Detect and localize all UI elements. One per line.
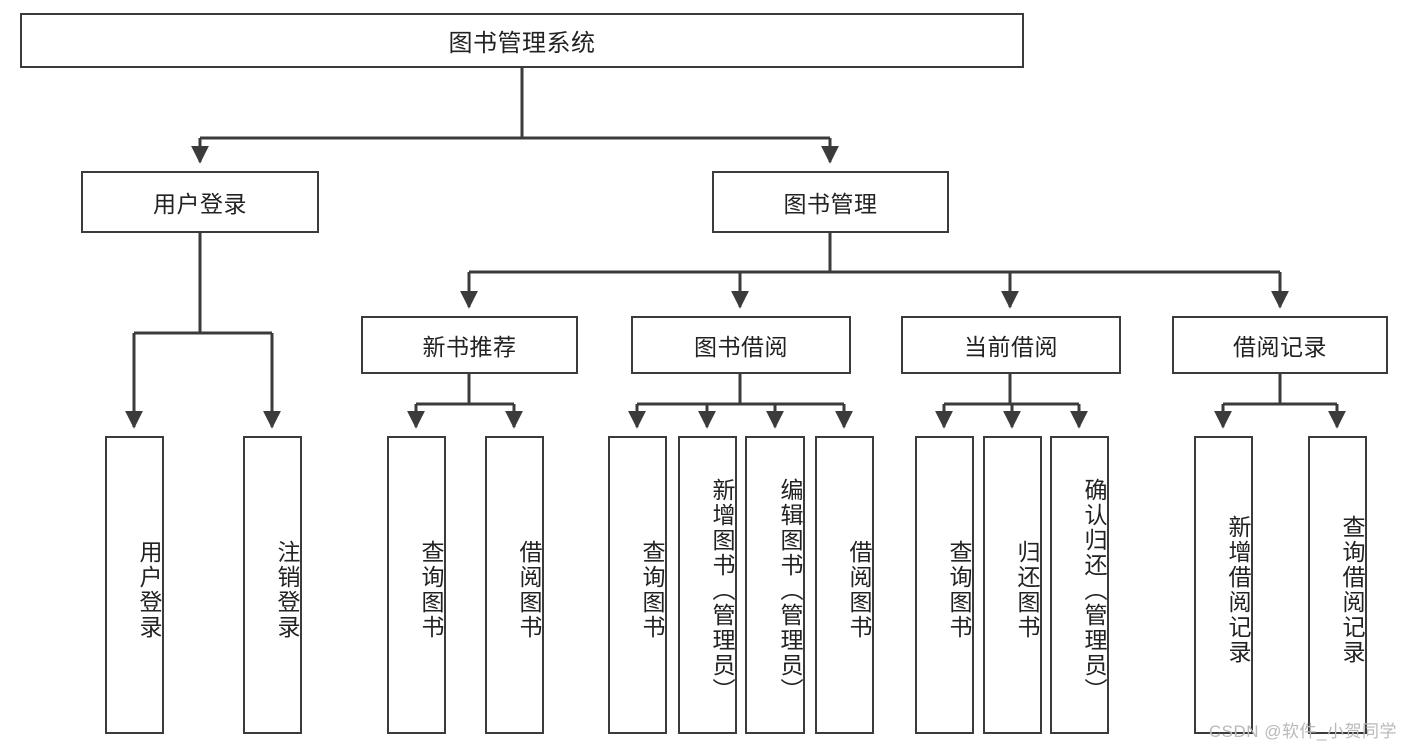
node-new-book-rec[interactable]: 新书推荐 <box>361 316 578 374</box>
node-borrow-record[interactable]: 借阅记录 <box>1172 316 1388 374</box>
node-book-borrow-label: 图书借阅 <box>694 334 788 360</box>
node-leaf-confirm-return-label: 确认归还（管理员） <box>1081 477 1107 703</box>
node-leaf-edit-book-label: 编辑图书（管理员） <box>777 477 803 703</box>
node-root[interactable]: 图书管理系统 <box>20 13 1024 68</box>
node-leaf-query-record[interactable]: 查询借阅记录 <box>1308 436 1367 734</box>
node-leaf-query-book-2-label: 查询图书 <box>639 540 665 640</box>
node-leaf-borrow-book-1-label: 借阅图书 <box>516 540 542 640</box>
node-leaf-borrow-book-2-label: 借阅图书 <box>846 540 872 640</box>
node-leaf-edit-book[interactable]: 编辑图书（管理员） <box>745 436 805 734</box>
node-leaf-confirm-return[interactable]: 确认归还（管理员） <box>1050 436 1109 734</box>
node-leaf-query-book-2[interactable]: 查询图书 <box>608 436 667 734</box>
node-leaf-query-record-label: 查询借阅记录 <box>1339 515 1365 665</box>
node-leaf-query-book-1[interactable]: 查询图书 <box>387 436 446 734</box>
node-leaf-user-login-label: 用户登录 <box>136 540 162 640</box>
node-leaf-logout[interactable]: 注销登录 <box>243 436 302 734</box>
node-current-borrow-label: 当前借阅 <box>964 334 1058 360</box>
node-new-book-rec-label: 新书推荐 <box>422 334 517 360</box>
node-leaf-return-book-label: 归还图书 <box>1014 540 1040 640</box>
node-leaf-add-book[interactable]: 新增图书（管理员） <box>678 436 737 734</box>
node-leaf-add-book-label: 新增图书（管理员） <box>709 477 735 703</box>
node-leaf-query-book-3-label: 查询图书 <box>946 540 972 640</box>
node-leaf-add-record-label: 新增借阅记录 <box>1225 515 1251 665</box>
node-book-borrow[interactable]: 图书借阅 <box>631 316 851 374</box>
node-user-login[interactable]: 用户登录 <box>81 171 319 233</box>
node-leaf-return-book[interactable]: 归还图书 <box>983 436 1042 734</box>
node-root-label: 图书管理系统 <box>448 30 596 57</box>
node-book-manage-label: 图书管理 <box>783 191 878 217</box>
watermark: CSDN @软件_小贺同学 <box>1208 722 1397 741</box>
node-borrow-record-label: 借阅记录 <box>1233 334 1327 360</box>
node-leaf-add-record[interactable]: 新增借阅记录 <box>1194 436 1253 734</box>
node-leaf-query-book-1-label: 查询图书 <box>418 540 444 640</box>
node-leaf-borrow-book-1[interactable]: 借阅图书 <box>485 436 544 734</box>
node-book-manage[interactable]: 图书管理 <box>712 171 949 233</box>
node-leaf-query-book-3[interactable]: 查询图书 <box>915 436 974 734</box>
node-leaf-user-login[interactable]: 用户登录 <box>105 436 164 734</box>
node-user-login-label: 用户登录 <box>153 191 247 217</box>
node-leaf-logout-label: 注销登录 <box>274 540 300 640</box>
node-leaf-borrow-book-2[interactable]: 借阅图书 <box>815 436 874 734</box>
node-current-borrow[interactable]: 当前借阅 <box>901 316 1121 374</box>
